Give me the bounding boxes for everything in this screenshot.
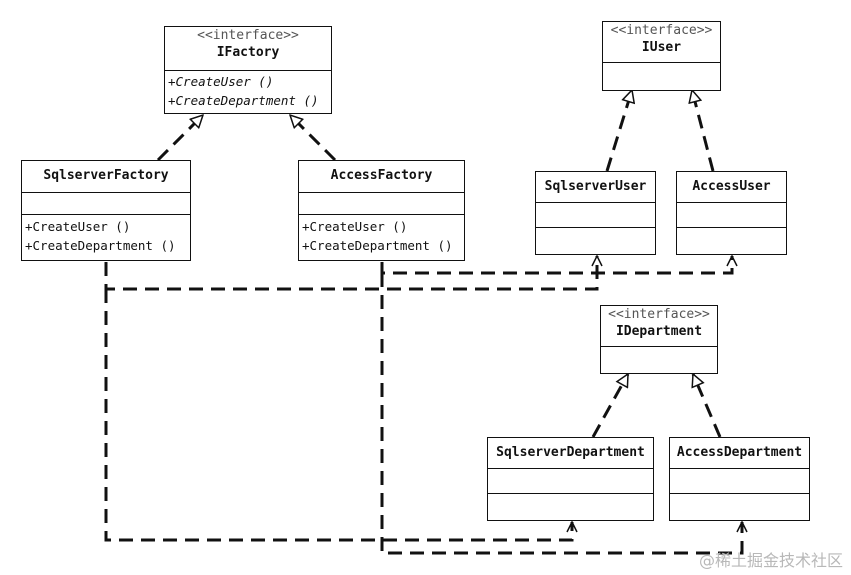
accessfactory-class: AccessFactory +CreateUser () +CreateDepa… (298, 160, 465, 261)
ifactory-header: <<interface>> IFactory (165, 27, 331, 71)
ifactory-interface: <<interface>> IFactory +CreateUser () +C… (164, 26, 332, 114)
sqlserverfactory-header: SqlserverFactory (22, 161, 190, 193)
iuser-interface: <<interface>> IUser (602, 21, 721, 91)
sqlserverfactory-operations: +CreateUser () +CreateDepartment () (22, 215, 190, 255)
watermark: @稀土掘金技术社区 (698, 551, 843, 570)
sqlserveruser-name: SqlserverUser (544, 179, 647, 194)
ifactory-stereotype: <<interface>> (197, 28, 299, 43)
dependency-sqlserverfactory-sqlserverdepartment (104, 289, 572, 542)
sqlserverfactory-name: SqlserverFactory (43, 168, 169, 183)
sqlserverdepartment-name: SqlserverDepartment (496, 445, 645, 460)
dependency-accessfactory-accessdepartment (380, 273, 742, 555)
sqlserverfactory-attributes (22, 193, 190, 215)
sqlserveruser-header: SqlserverUser (536, 172, 655, 203)
sqlserverfactory-class: SqlserverFactory +CreateUser () +CreateD… (21, 160, 191, 261)
accessfactory-op-create-department: +CreateDepartment () (302, 238, 453, 253)
realization-accessdepartment-idepartment (693, 374, 722, 438)
accessuser-header: AccessUser (677, 172, 786, 203)
accessfactory-op-create-user: +CreateUser () (302, 219, 408, 234)
sqlserverdepartment-attributes (488, 469, 653, 494)
idepartment-interface: <<interface>> IDepartment (600, 305, 718, 374)
iuser-name: IUser (641, 40, 682, 55)
accessfactory-operations: +CreateUser () +CreateDepartment () (299, 215, 464, 255)
iuser-stereotype: <<interface>> (610, 23, 713, 38)
accessuser-name: AccessUser (692, 179, 771, 194)
realization-sqlserveruser-iuser (605, 90, 632, 172)
realization-sqlserverdepartment-idepartment (591, 374, 630, 438)
idepartment-name: IDepartment (615, 324, 703, 339)
idepartment-stereotype: <<interface>> (608, 307, 710, 322)
accessdepartment-name: AccessDepartment (676, 445, 803, 460)
sqlserverdepartment-class: SqlserverDepartment (487, 437, 654, 521)
accessuser-class: AccessUser (676, 171, 787, 255)
ifactory-op-create-department: +CreateDepartment () (168, 93, 319, 108)
realization-accessuser-iuser (692, 90, 715, 172)
sqlserveruser-attributes (536, 203, 655, 228)
ifactory-op-create-user: +CreateUser () (168, 74, 274, 89)
sqlserveruser-class: SqlserverUser (535, 171, 656, 255)
iuser-header: <<interface>> IUser (603, 22, 720, 63)
accessdepartment-class: AccessDepartment (669, 437, 810, 521)
sqlserverfactory-op-create-user: +CreateUser () (25, 219, 131, 234)
ifactory-name: IFactory (216, 45, 280, 60)
realization-sqlserverfactory-ifactory (156, 115, 203, 162)
accessuser-attributes (677, 203, 786, 228)
accessdepartment-header: AccessDepartment (670, 438, 809, 469)
realization-accessfactory-ifactory (290, 115, 337, 162)
idepartment-header: <<interface>> IDepartment (601, 306, 717, 347)
accessdepartment-attributes (670, 469, 809, 494)
accessfactory-header: AccessFactory (299, 161, 464, 193)
ifactory-operations: +CreateUser () +CreateDepartment () (165, 71, 331, 110)
accessfactory-name: AccessFactory (330, 168, 433, 183)
sqlserverfactory-op-create-department: +CreateDepartment () (25, 238, 176, 253)
accessfactory-attributes (299, 193, 464, 215)
sqlserverdepartment-header: SqlserverDepartment (488, 438, 653, 469)
dependency-accessfactory-accessuser (380, 256, 732, 275)
